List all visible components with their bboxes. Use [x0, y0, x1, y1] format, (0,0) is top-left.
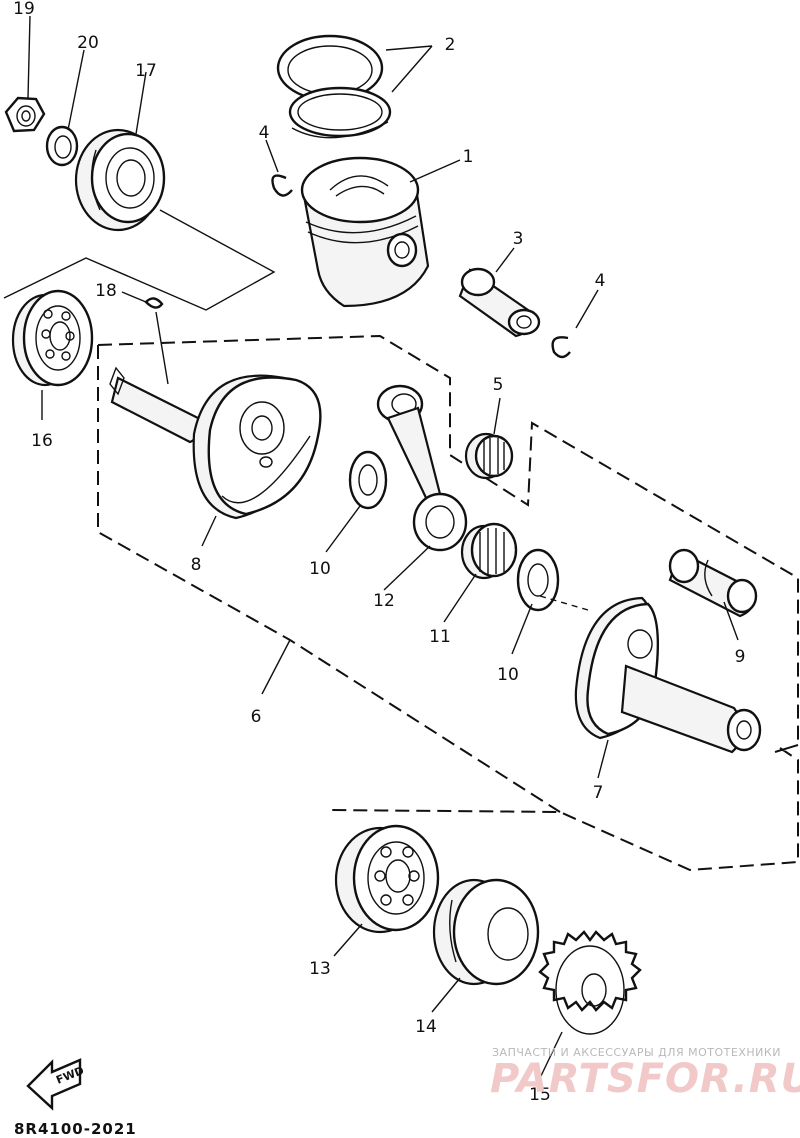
watermark-tagline: ЗАПЧАСТИ И АКСЕССУАРЫ ДЛЯ МОТОТЕХНИКИ — [492, 1046, 781, 1059]
crank-half-8 — [109, 366, 322, 520]
thrust-washer-10-left — [348, 450, 388, 510]
needle-bearing-11 — [460, 522, 518, 580]
crank-pin-9 — [668, 548, 758, 618]
callout-9: 9 — [735, 647, 746, 667]
callout-1: 1 — [463, 147, 474, 167]
nut-19 — [4, 96, 46, 133]
diagram-code: 8R4100-2021 — [14, 1120, 137, 1138]
callout-5: 5 — [493, 375, 504, 395]
bearing-13 — [334, 824, 440, 934]
oil-seal-14 — [432, 878, 540, 986]
circlip-4-lower — [551, 336, 571, 359]
callout-18: 18 — [95, 281, 117, 301]
callout-20: 20 — [77, 33, 99, 53]
callout-8: 8 — [191, 555, 202, 575]
washer-20 — [45, 125, 79, 167]
thrust-washer-10-right — [516, 548, 560, 612]
circlip-4-upper — [271, 174, 293, 197]
connecting-rod-12 — [376, 384, 468, 552]
callout-10-left: 10 — [309, 559, 331, 579]
callout-4-upper: 4 — [259, 123, 270, 143]
leader-lines — [27, 15, 739, 1079]
callout-19: 19 — [13, 0, 35, 19]
seal-guide-lines — [3, 209, 276, 311]
bearing-16 — [11, 289, 94, 387]
watermark-brand: PARTSFOR.RU — [490, 1056, 800, 1102]
callout-4-lower: 4 — [595, 271, 606, 291]
oil-seal-17 — [74, 128, 166, 232]
callout-7: 7 — [593, 783, 604, 803]
callout-2: 2 — [445, 35, 456, 55]
fwd-arrow-icon: FWD — [26, 1058, 86, 1111]
callout-10-right: 10 — [497, 665, 519, 685]
callout-3: 3 — [513, 229, 524, 249]
crank-half-7 — [574, 596, 762, 754]
callout-16: 16 — [31, 431, 53, 451]
callout-11: 11 — [429, 627, 451, 647]
callout-6: 6 — [251, 707, 262, 727]
callout-13: 13 — [309, 959, 331, 979]
piston-1 — [300, 156, 430, 308]
piston-rings-2 — [276, 34, 392, 139]
callout-15: 15 — [529, 1085, 551, 1105]
key-18 — [144, 297, 164, 309]
needle-bearing-5 — [464, 432, 514, 480]
callout-12: 12 — [373, 591, 395, 611]
callout-17: 17 — [135, 61, 157, 81]
drive-gear-15 — [538, 930, 642, 1035]
piston-pin-3 — [458, 267, 541, 338]
callout-14: 14 — [415, 1017, 437, 1037]
crank-assembly-outline — [97, 334, 799, 872]
